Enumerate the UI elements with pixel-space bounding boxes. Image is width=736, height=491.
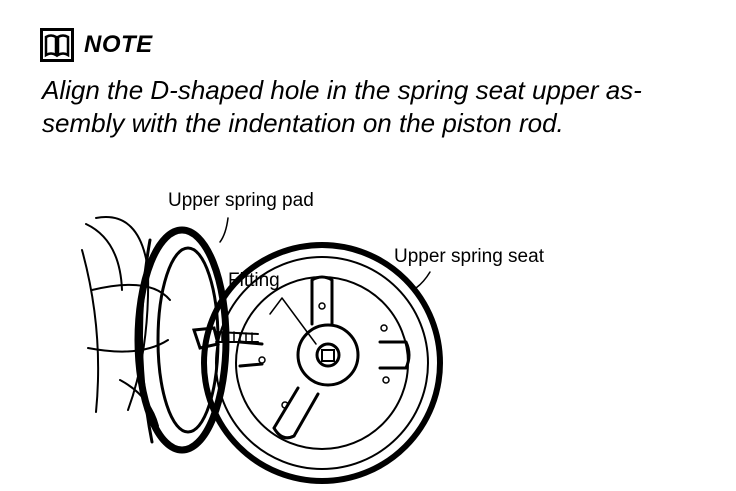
note-header: NOTE xyxy=(40,28,153,62)
note-text: Align the D-shaped hole in the spring se… xyxy=(42,74,702,140)
note-line-2: sembly with the indentation on the pisto… xyxy=(42,108,564,138)
note-line-1: Align the D-shaped hole in the spring se… xyxy=(42,75,642,105)
label-upper-spring-seat: Upper spring seat xyxy=(394,246,544,267)
note-title: NOTE xyxy=(84,31,153,58)
spring-seat-illustration: Upper spring pad Upper spring seat Fitti… xyxy=(0,180,736,486)
label-upper-spring-pad: Upper spring pad xyxy=(168,190,314,211)
book-icon xyxy=(40,28,74,62)
label-fitting: Fitting xyxy=(228,270,280,291)
spring-seat-drawing xyxy=(81,216,443,484)
